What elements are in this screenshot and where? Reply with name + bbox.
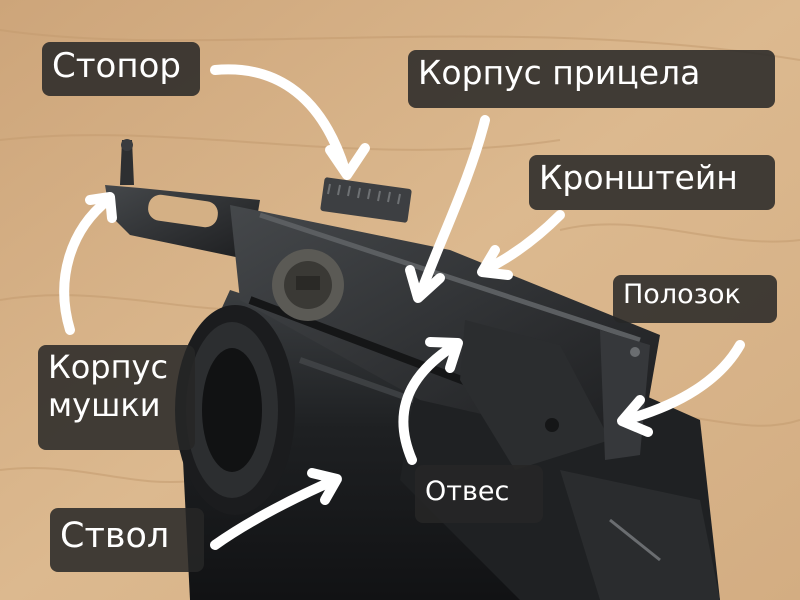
- annotation-arrows: [59, 64, 745, 550]
- label-otves: Отвес: [415, 465, 543, 523]
- slider-block: [460, 320, 650, 470]
- arrow-stvol: [210, 475, 340, 550]
- sight-nut: [272, 249, 344, 321]
- label-stopor: Стопор: [42, 42, 200, 96]
- stopper: [320, 177, 412, 223]
- arrow-korpus-pritsela: [415, 115, 490, 300]
- label-korpus-mushki: Корпус мушки: [38, 345, 195, 450]
- label-stvol: Ствол: [50, 508, 204, 572]
- front-sight-body: [105, 139, 260, 260]
- label-polozok: Полозок: [613, 275, 777, 323]
- label-kronshtein: Кронштейн: [529, 155, 775, 210]
- arrow-kronshtein: [480, 210, 565, 275]
- arrow-stopor: [210, 64, 350, 175]
- label-korpus-pritsela: Корпус прицела: [408, 50, 775, 108]
- arrow-korpus-mushki: [59, 195, 113, 335]
- arrow-polozok: [620, 340, 745, 425]
- arrow-otves: [398, 340, 460, 465]
